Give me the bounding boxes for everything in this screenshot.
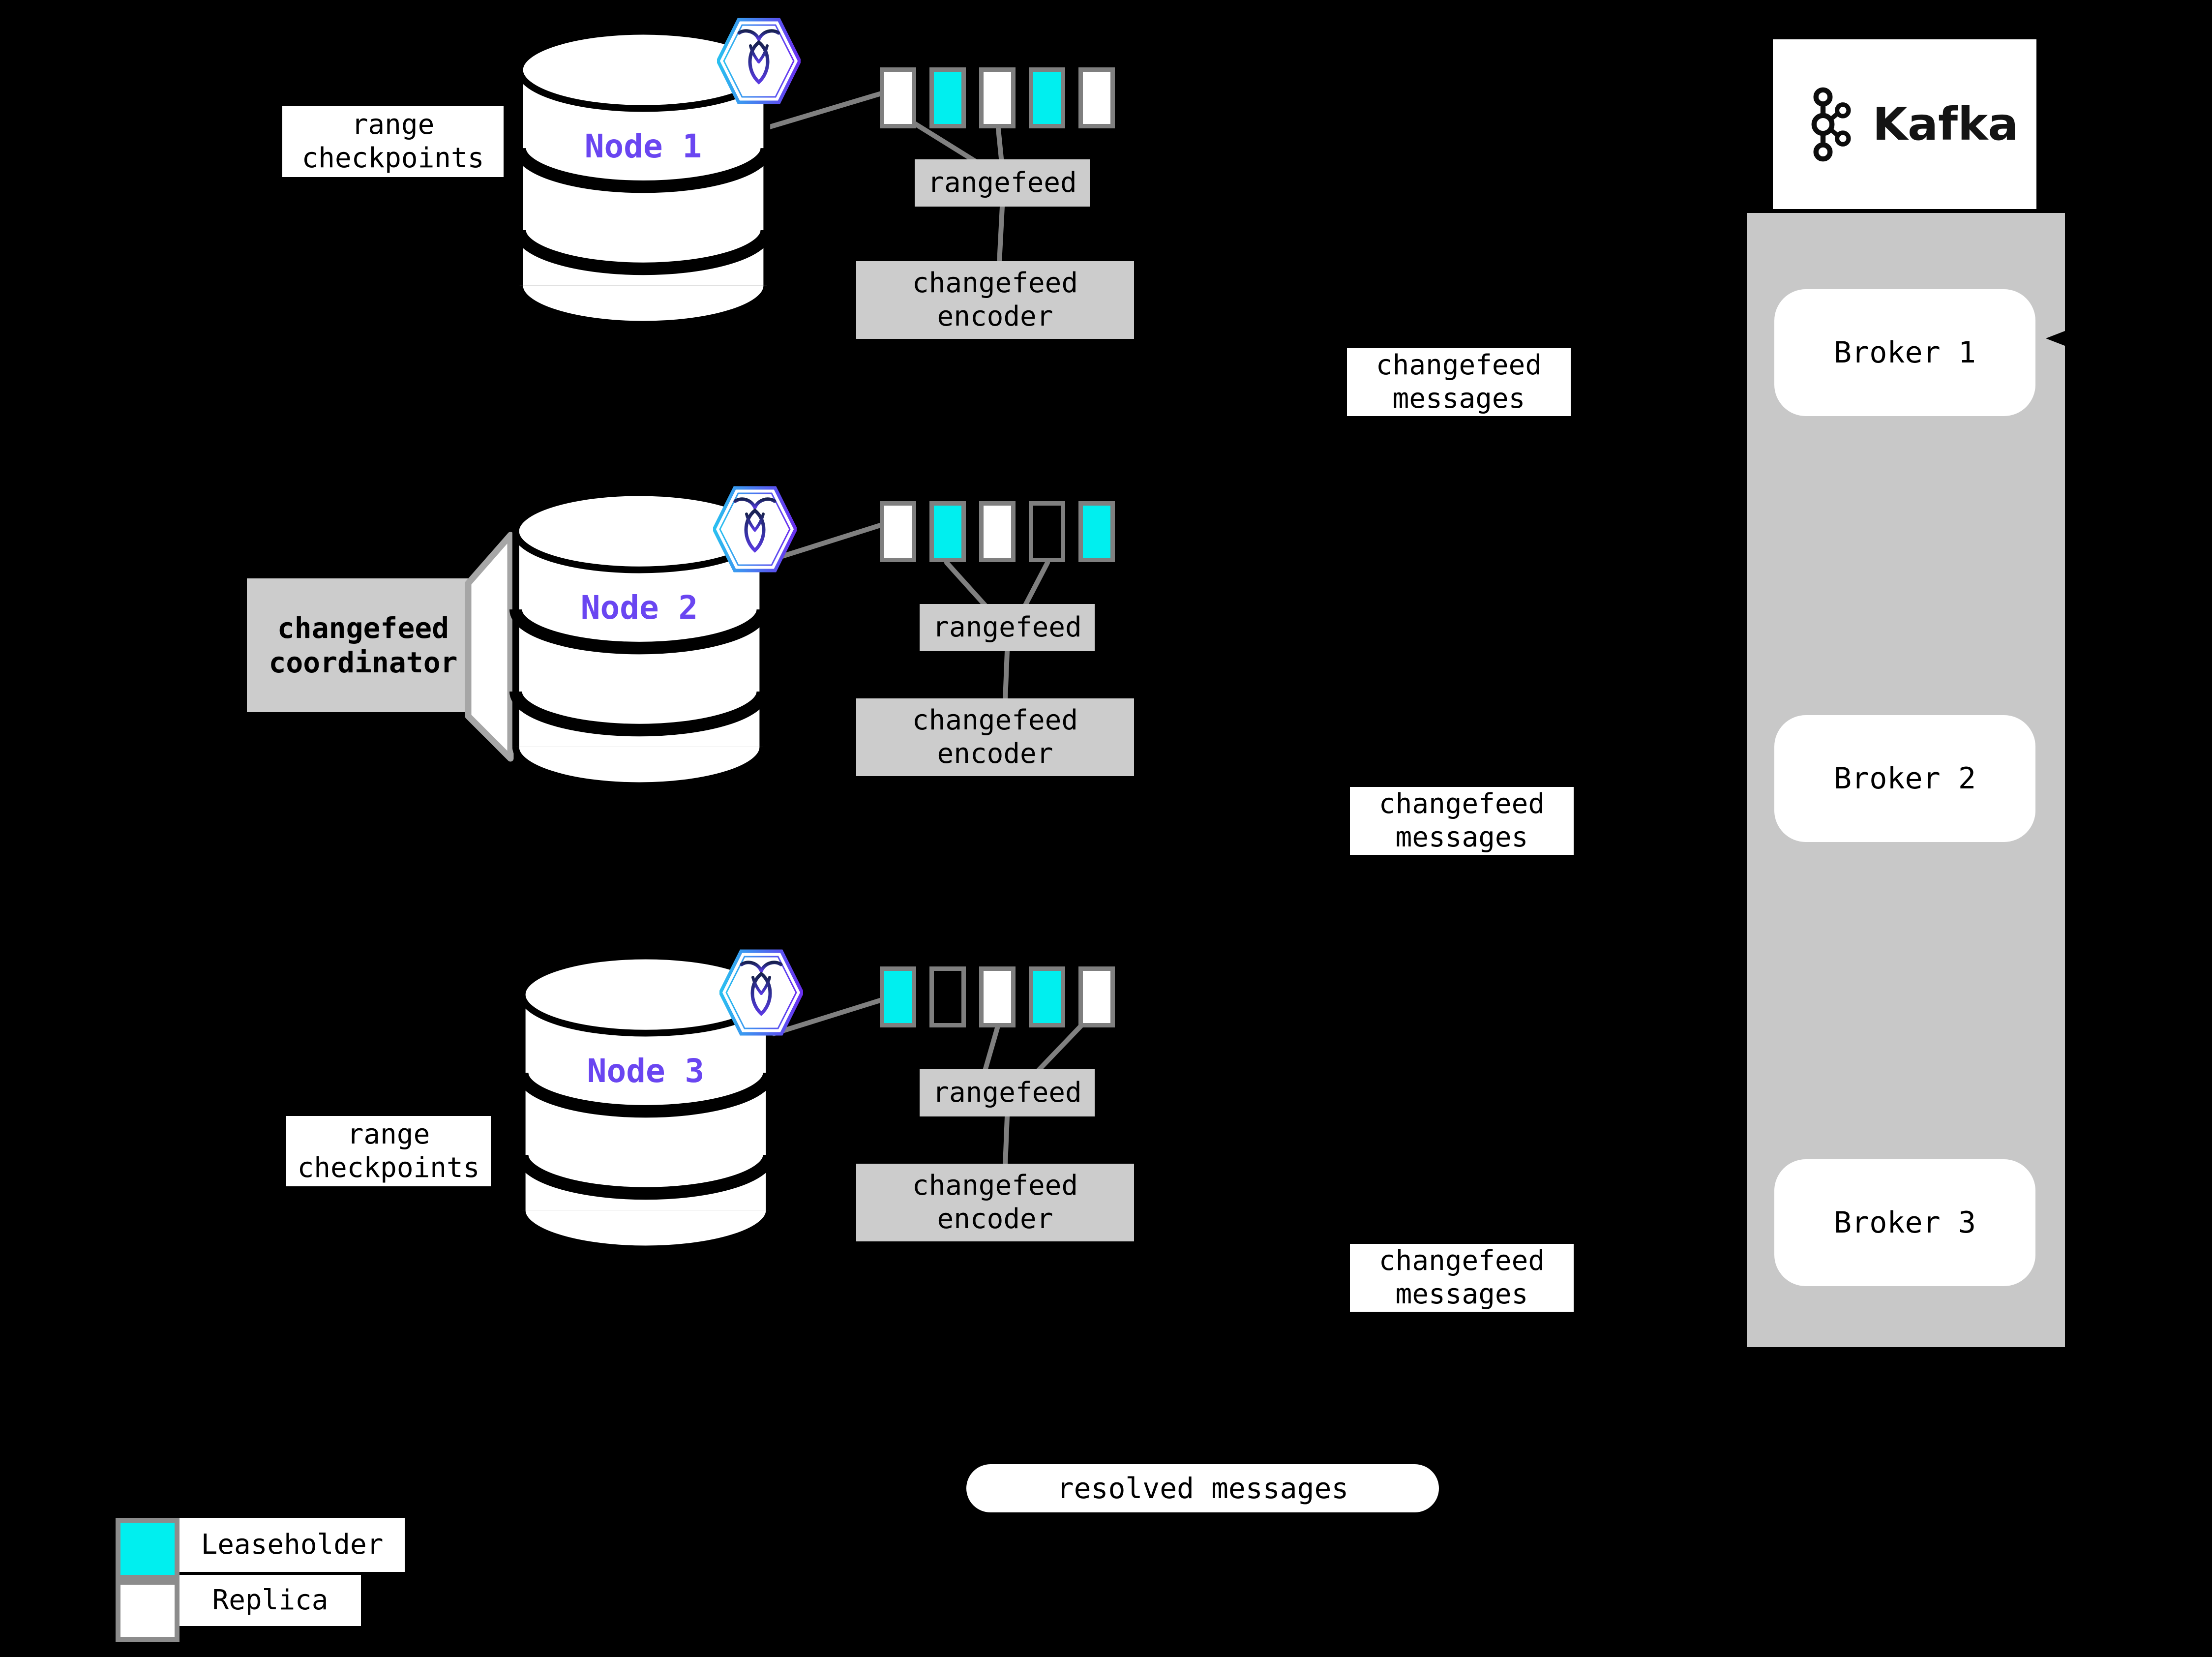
changefeed-messages-label: changefeed messages: [1347, 348, 1571, 416]
cockroachdb-logo-icon: [719, 949, 803, 1036]
broker-box: Broker 1: [1774, 289, 2035, 416]
rangefeed-box: rangefeed: [915, 159, 1090, 207]
range-checkpoints-label: range checkpoints: [282, 106, 504, 177]
range-square: [880, 67, 916, 128]
range-square: [880, 966, 916, 1027]
range-square: [929, 966, 966, 1027]
range-square: [1029, 67, 1065, 128]
broker-box: Broker 2: [1774, 715, 2035, 842]
changefeed-messages-label: changefeed messages: [1350, 1244, 1574, 1312]
range-checkpoints-label: range checkpoints: [286, 1116, 491, 1186]
resolved-messages-pill: resolved messages: [966, 1464, 1439, 1512]
kafka-network-icon: [1811, 87, 1851, 161]
kafka-title: Kafka: [1872, 98, 2019, 151]
range-row: [880, 501, 1115, 562]
range-square: [1029, 966, 1065, 1027]
changefeed-coordinator-label: changefeed coordinator: [247, 578, 479, 712]
left-arrowhead-icon: [2046, 327, 2076, 350]
changefeed-encoder-box: changefeed encoder: [856, 698, 1134, 776]
range-square: [1078, 966, 1115, 1027]
node-label: Node 1: [584, 127, 702, 165]
range-row: [880, 966, 1115, 1027]
range-row: [880, 67, 1115, 128]
cockroachdb-logo-icon: [713, 486, 797, 572]
range-square: [1029, 501, 1065, 562]
range-square: [979, 501, 1016, 562]
range-square: [1078, 501, 1115, 562]
rangefeed-box: rangefeed: [920, 1069, 1095, 1116]
node-label: Node 3: [587, 1052, 705, 1090]
range-square: [929, 67, 966, 128]
coordinator-flag: [465, 532, 514, 762]
range-square: [929, 501, 966, 562]
range-square: [880, 501, 916, 562]
range-square: [979, 67, 1016, 128]
range-square: [1078, 67, 1115, 128]
node-cylinder: [515, 952, 776, 1253]
rangefeed-box: rangefeed: [920, 604, 1095, 651]
kafka-logo: Kafka: [1773, 39, 2036, 209]
legend-swatch-leaseholder: [116, 1518, 179, 1580]
legend-swatch-replica: [116, 1580, 179, 1642]
range-square: [979, 966, 1016, 1027]
broker-box: Broker 3: [1774, 1159, 2035, 1286]
changefeed-encoder-box: changefeed encoder: [856, 1164, 1134, 1241]
changefeed-messages-label: changefeed messages: [1350, 787, 1574, 855]
legend-label-replica: Replica: [179, 1575, 361, 1626]
cockroachdb-logo-icon: [717, 18, 801, 104]
kafka-cluster-container: Broker 1 Broker 2 Broker 3: [1747, 213, 2065, 1347]
node-label: Node 2: [580, 589, 698, 627]
changefeed-encoder-box: changefeed encoder: [856, 261, 1134, 339]
legend-label-leaseholder: Leaseholder: [179, 1518, 405, 1572]
